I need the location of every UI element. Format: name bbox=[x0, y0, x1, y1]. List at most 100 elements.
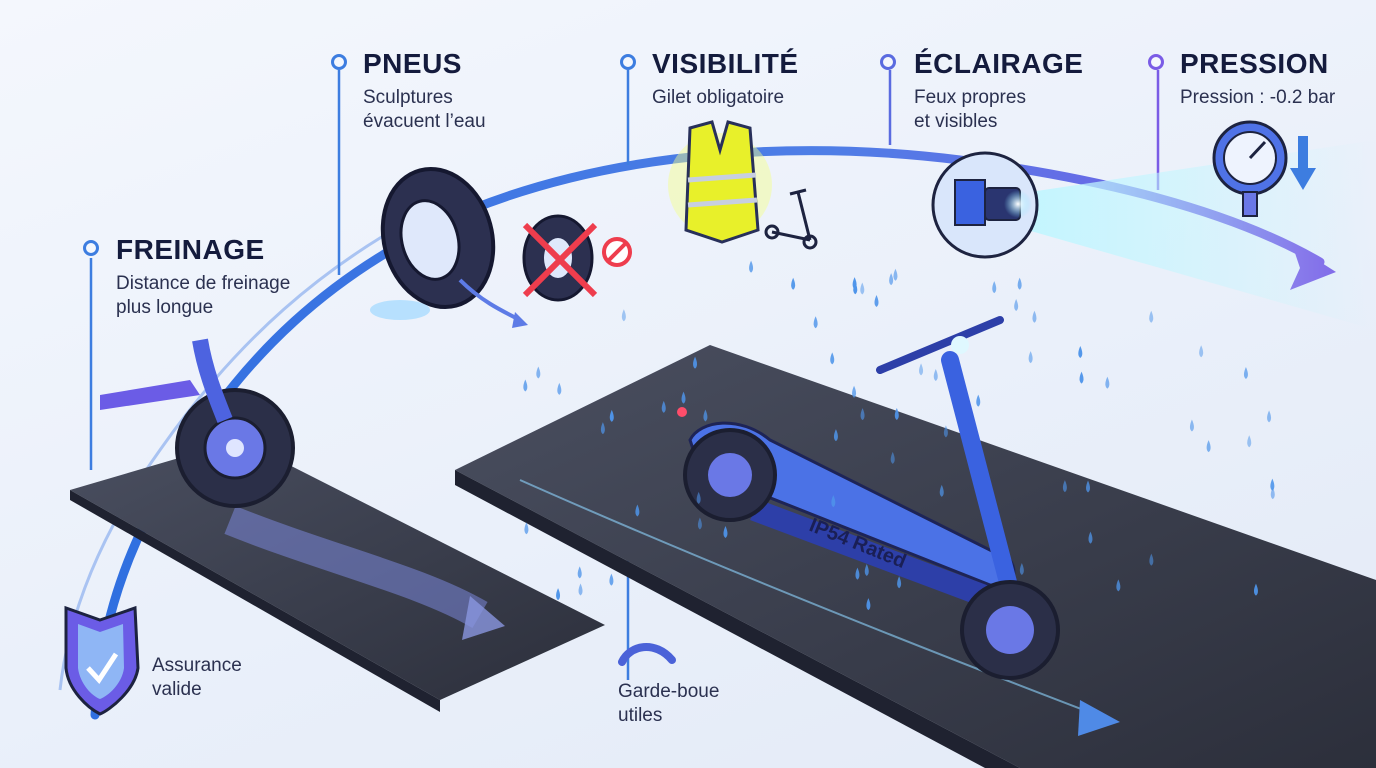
rain-drop bbox=[536, 366, 541, 379]
rain-drop bbox=[1270, 478, 1275, 491]
eclairage-marker bbox=[880, 54, 896, 70]
crossed-tire-icon bbox=[522, 214, 598, 302]
pneus-line2: évacuent l’eau bbox=[363, 111, 486, 132]
rain-drop bbox=[864, 564, 869, 577]
rain-drop bbox=[860, 282, 865, 295]
garde-boue-text: Garde-boue utiles bbox=[618, 680, 719, 728]
rain-drop bbox=[1028, 351, 1033, 364]
rain-drop bbox=[855, 567, 860, 580]
pression-marker bbox=[1148, 54, 1164, 70]
freinage-line1: Distance de freinage bbox=[116, 273, 291, 294]
rain-drop bbox=[943, 425, 948, 438]
rain-drop bbox=[831, 495, 836, 508]
visibilite-text: Gilet obligatoire bbox=[652, 87, 785, 108]
down-arrow-icon bbox=[1290, 136, 1316, 190]
mudguard-icon bbox=[618, 643, 676, 666]
visibilite-marker bbox=[620, 54, 636, 70]
headlight-icon bbox=[931, 140, 1376, 330]
assurance-line2: valide bbox=[152, 679, 202, 700]
rain-drop bbox=[890, 451, 895, 464]
assurance-line1: Assurance bbox=[152, 655, 242, 676]
rain-drop bbox=[813, 316, 818, 329]
rain-drop bbox=[894, 407, 899, 420]
eclairage-text: Feux propres et visibles bbox=[914, 86, 1083, 134]
rain-drop bbox=[723, 525, 728, 538]
rain-drop bbox=[1116, 579, 1121, 592]
rain-drop bbox=[1199, 345, 1204, 358]
rain-drop bbox=[523, 379, 528, 392]
garde-boue-line1: Garde-boue bbox=[618, 681, 720, 702]
rain-drop bbox=[693, 356, 698, 369]
rain-drop bbox=[1243, 366, 1248, 379]
rain-drop bbox=[635, 504, 640, 517]
pneus-title: PNEUS bbox=[363, 48, 462, 79]
rain-drop bbox=[1267, 410, 1272, 423]
rain-drop bbox=[852, 277, 857, 290]
rain-drop bbox=[600, 422, 605, 435]
rain-drop bbox=[919, 363, 924, 376]
pression-text: Pression : -0.2 bar bbox=[1180, 87, 1336, 108]
rain-drop bbox=[696, 491, 701, 504]
rain-drop bbox=[578, 583, 583, 596]
braking-wheel-icon bbox=[100, 338, 295, 508]
rain-drop bbox=[791, 277, 796, 290]
rain-drop bbox=[1088, 531, 1093, 544]
pneus-marker bbox=[331, 54, 347, 70]
scooter-icon bbox=[764, 188, 818, 250]
rain-drop bbox=[1019, 563, 1024, 576]
freinage-marker bbox=[83, 240, 99, 256]
pressure-gauge-icon bbox=[1212, 120, 1288, 217]
rain-drop bbox=[1032, 310, 1037, 323]
rain-drop bbox=[889, 273, 894, 286]
rain-drop bbox=[697, 517, 702, 530]
tire-icon bbox=[370, 166, 528, 328]
rain-drop bbox=[1014, 298, 1019, 311]
rain-drop bbox=[1270, 487, 1275, 500]
rain-drop bbox=[866, 598, 871, 611]
pneus-text: Sculptures évacuent l’eau bbox=[363, 86, 486, 134]
rain-drop bbox=[661, 400, 666, 413]
rain-drop bbox=[893, 268, 898, 281]
rain-drop bbox=[1105, 376, 1110, 389]
rain-drop bbox=[524, 522, 529, 535]
rain-drop bbox=[1062, 480, 1067, 493]
rain-drop bbox=[621, 309, 626, 322]
rain-drop bbox=[939, 484, 944, 497]
rain-drop bbox=[749, 260, 754, 273]
rain-drop bbox=[556, 588, 561, 601]
visibilite-title: VISIBILITÉ bbox=[652, 48, 799, 79]
pneus-line1: Sculptures bbox=[363, 87, 453, 108]
rain-drop bbox=[1078, 346, 1083, 359]
rain-drop bbox=[609, 409, 614, 422]
rain-drop bbox=[860, 408, 865, 421]
no-entry-icon bbox=[602, 237, 632, 267]
rain-drop bbox=[833, 429, 838, 442]
freinage-text: Distance de freinage plus longue bbox=[116, 272, 290, 320]
rain-drop bbox=[852, 385, 857, 398]
rain-drop bbox=[830, 352, 835, 365]
freinage-label: FREINAGE Distance de freinage plus longue bbox=[116, 234, 290, 320]
rain-drop bbox=[1189, 419, 1194, 432]
pneus-label: PNEUS Sculptures évacuent l’eau bbox=[363, 48, 486, 134]
rain-drop bbox=[557, 382, 562, 395]
rain-drop bbox=[577, 566, 582, 579]
rain-drop bbox=[1247, 435, 1252, 448]
eclairage-line2: et visibles bbox=[914, 111, 998, 132]
rain-drop bbox=[1206, 440, 1211, 453]
rain-drops bbox=[523, 257, 1275, 611]
freinage-line2: plus longue bbox=[116, 297, 214, 318]
rain-drop bbox=[681, 391, 686, 404]
rain-drop bbox=[1149, 553, 1154, 566]
shield-check-icon bbox=[64, 605, 140, 716]
rain-drop bbox=[992, 281, 997, 294]
visibilite-label: VISIBILITÉ Gilet obligatoire bbox=[652, 48, 799, 110]
pression-label: PRESSION Pression : -0.2 bar bbox=[1180, 48, 1335, 110]
rain-drop bbox=[1079, 371, 1084, 384]
freinage-title: FREINAGE bbox=[116, 234, 265, 265]
safety-vest-icon bbox=[668, 120, 772, 244]
rain-drop bbox=[976, 394, 981, 407]
rain-drop bbox=[874, 295, 879, 308]
eclairage-line1: Feux propres bbox=[914, 87, 1026, 108]
